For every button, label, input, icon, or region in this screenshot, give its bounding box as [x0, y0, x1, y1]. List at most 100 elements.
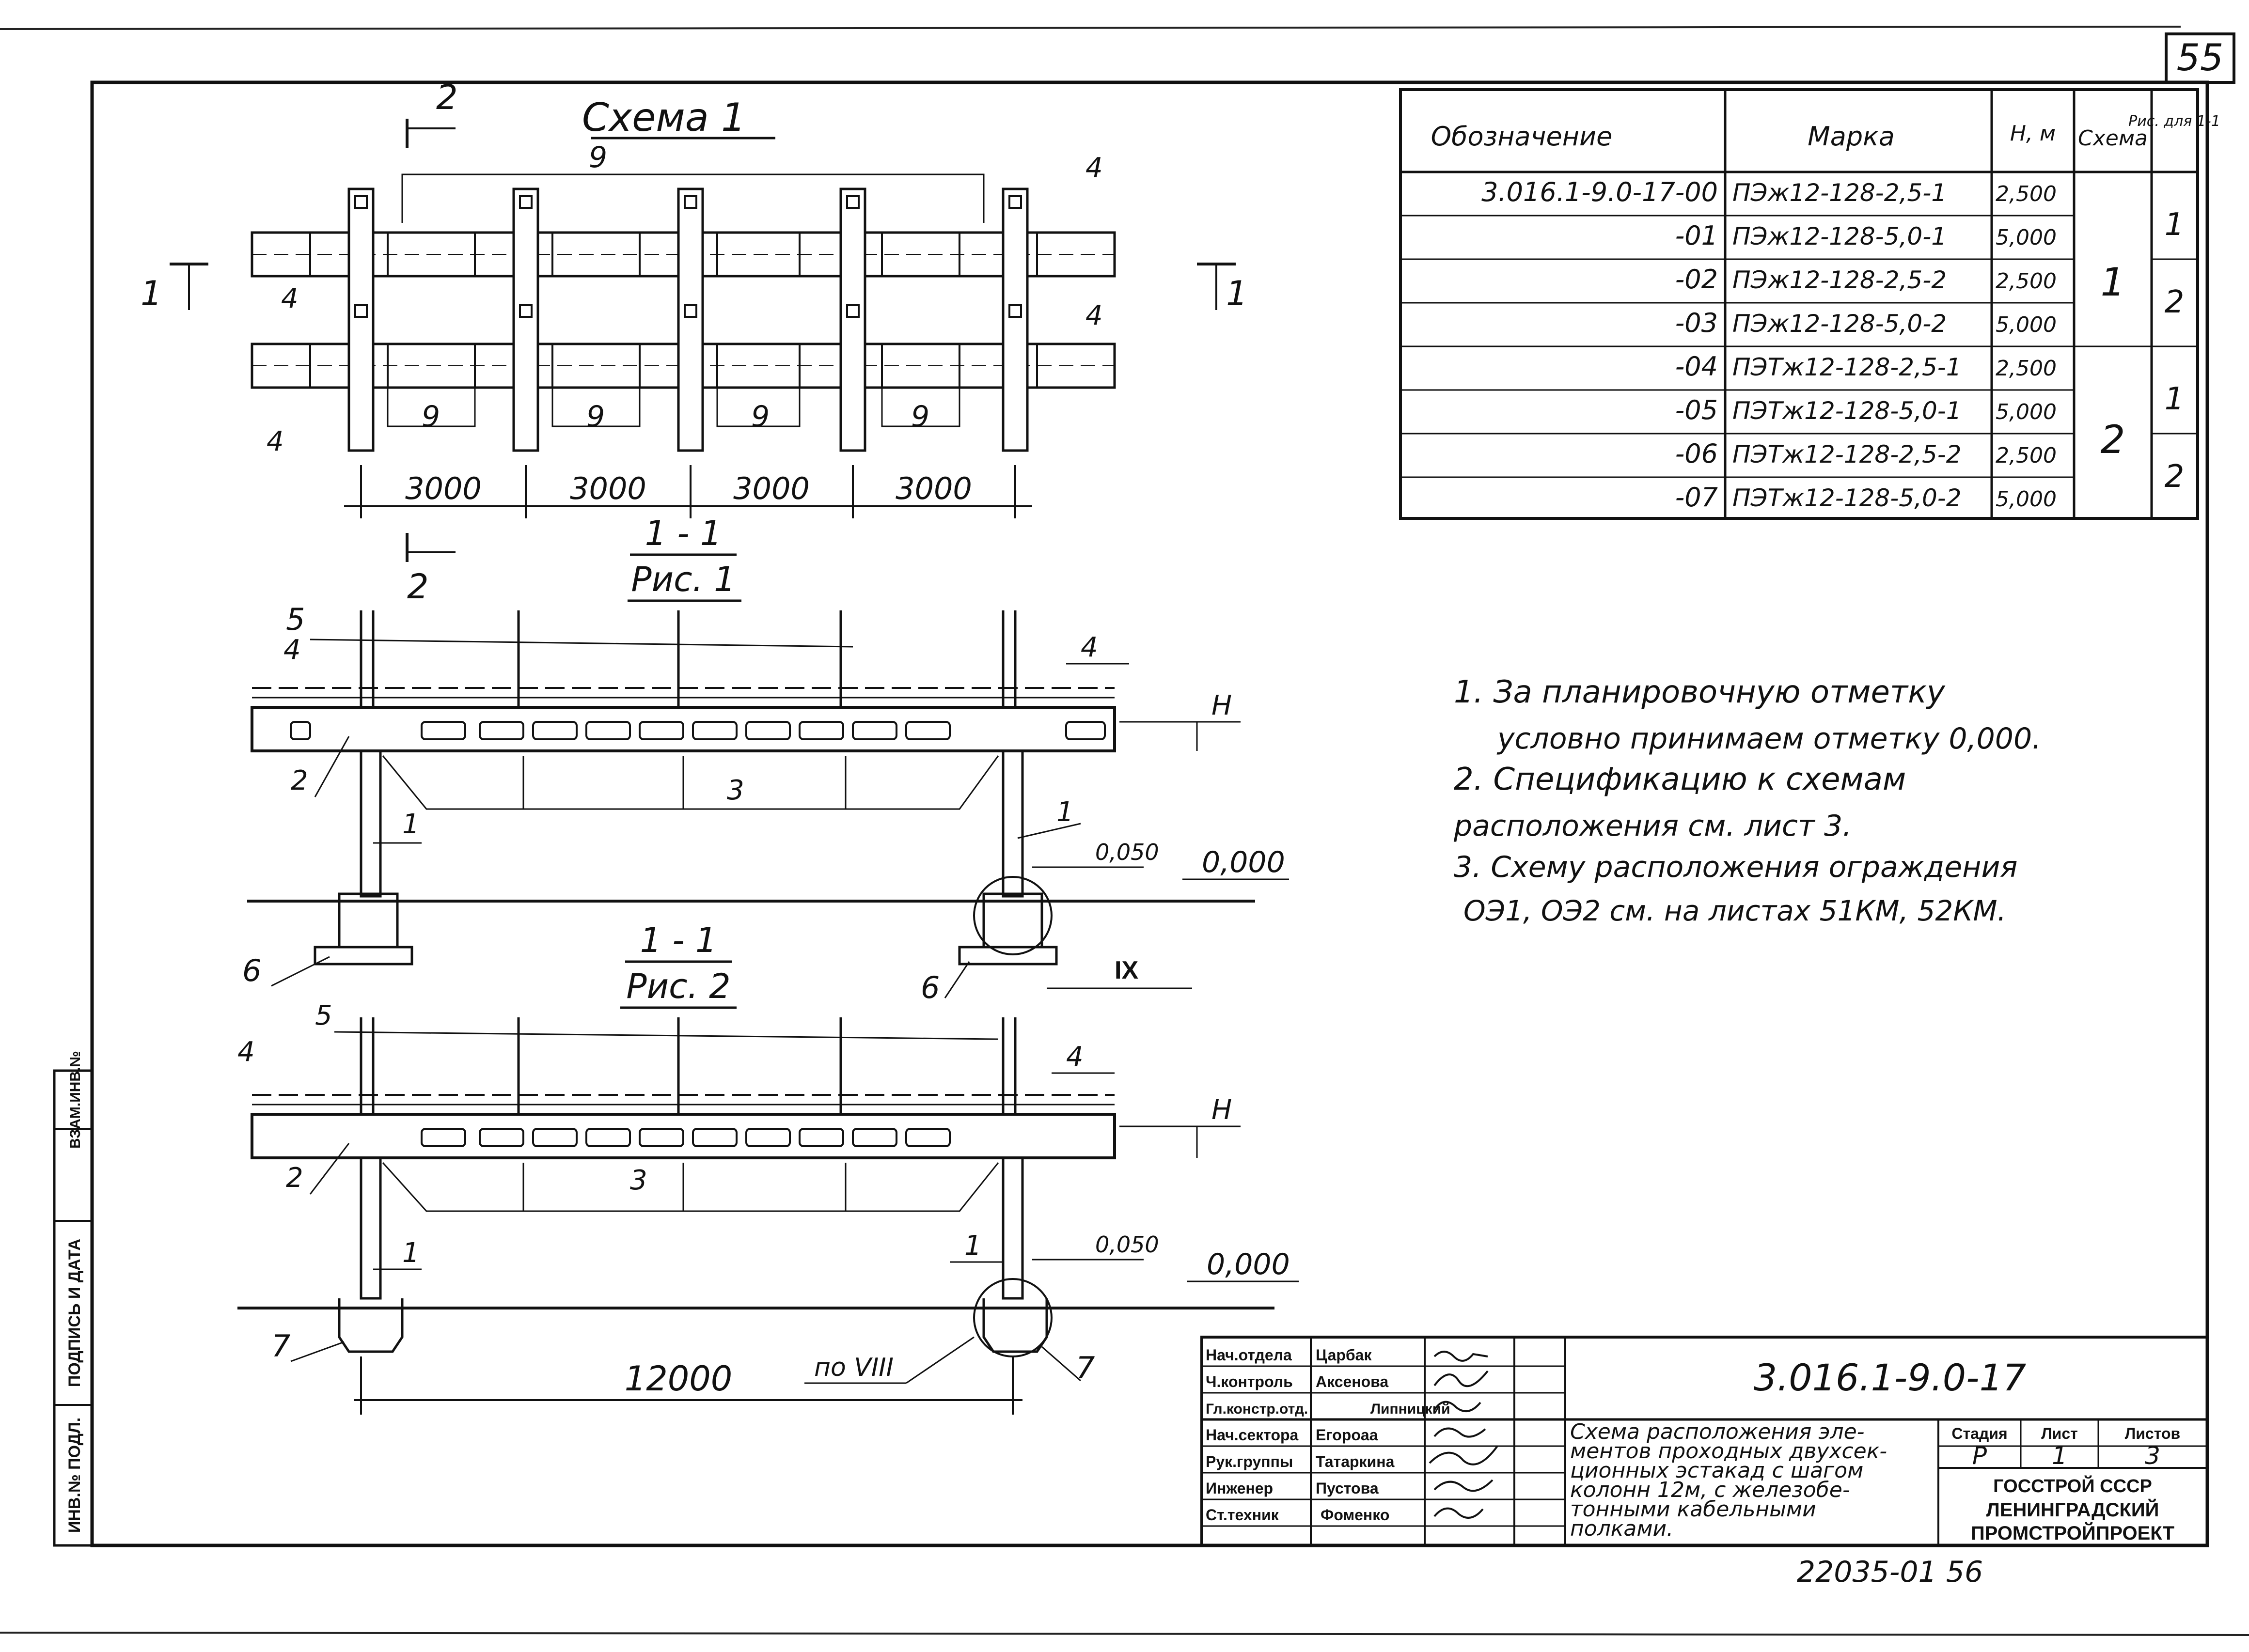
org-line-2: ПРОМСТРОЙПРОЕКТ: [1971, 1522, 2174, 1544]
fig-2-callout-7-left: 7: [271, 1328, 290, 1364]
fig-2-callout-7-right: 7: [1076, 1350, 1095, 1386]
fig-2-detail-VIII: по VIII: [814, 1353, 894, 1382]
signatures: [1429, 1351, 1498, 1519]
figure-2: 1 - 1 Рис. 2 3 5: [237, 920, 1299, 1415]
row-7-designation: -07: [1675, 482, 1718, 513]
fig-2-callout-2: 2: [286, 1162, 303, 1194]
fig-value-1: 1: [2165, 207, 2185, 243]
note-3-line-2: ОЭ1, ОЭ2 см. на листах 51КМ, 52КМ.: [1463, 894, 2006, 927]
stage-value: Р: [1972, 1442, 1987, 1470]
header-height: H, м: [2010, 121, 2056, 146]
row-2-height: 2,500: [1996, 269, 2057, 294]
fig-1-level-H: H: [1211, 690, 1232, 721]
stage-label: Стадия: [1951, 1425, 2007, 1442]
fig-1-detail-IX: IX: [1115, 956, 1138, 984]
scheme-1-title: Схема 1: [582, 95, 746, 140]
scheme-1: Схема 1 2 1 1: [141, 78, 1248, 607]
fig-2-callout-4-right: 4: [1066, 1041, 1084, 1073]
role-3: Нач.сектора: [1206, 1426, 1299, 1444]
sheets-value: 3: [2145, 1442, 2160, 1470]
row-2-designation: -02: [1675, 264, 1718, 295]
fig-2-level-0050: 0,050: [1095, 1231, 1159, 1258]
scheme-1-callout-9-d: 9: [911, 400, 929, 434]
fig-1-callout-1-right: 1: [1056, 796, 1074, 828]
role-4: Рук.группы: [1206, 1453, 1293, 1470]
fig-1-callout-4-right: 4: [1081, 632, 1098, 663]
row-1-designation: -01: [1675, 220, 1718, 251]
row-0-height: 2,500: [1996, 182, 2057, 206]
desc-line-2: ционных эстакад с шагом: [1570, 1458, 1863, 1483]
notes: 1. За планировочную отметку условно прин…: [1453, 674, 2041, 927]
sheet-number: 55: [2177, 36, 2224, 79]
scheme-1-dim-2: 3000: [570, 471, 646, 506]
fig-1-level-0050: 0,050: [1095, 839, 1159, 865]
doc-code: 3.016.1-9.0-17: [1754, 1356, 2027, 1399]
desc-line-5: полками.: [1570, 1516, 1673, 1541]
desc-line-1: ментов проходных двухсек-: [1570, 1439, 1887, 1464]
fig-1-callout-6-left: 6: [242, 953, 261, 988]
section-mark-right: 1: [1226, 274, 1248, 313]
scheme-1-dim-4: 3000: [896, 471, 972, 506]
fig-2-callout-4-left: 4: [237, 1036, 255, 1068]
scheme-1-callout-4-c: 4: [281, 283, 299, 314]
row-6-mark: ПЭТж12-128-2,5-2: [1732, 440, 1962, 468]
row-7-mark: ПЭТж12-128-5,0-2: [1732, 484, 1962, 512]
row-5-designation: -05: [1675, 395, 1718, 425]
name-1: Аксенова: [1316, 1373, 1388, 1390]
scheme-1-callout-9-a: 9: [422, 400, 440, 434]
row-6-designation: -06: [1675, 438, 1718, 469]
row-3-height: 5,000: [1996, 312, 2057, 337]
note-2-line-1: 2. Спецификацию к схемам: [1454, 762, 1906, 797]
scheme-1-callout-4-b: 4: [1085, 300, 1103, 331]
fig-value-3: 1: [2165, 381, 2185, 417]
role-2: Гл.констр.отд.: [1206, 1401, 1308, 1417]
fig-2-callout-1-left: 1: [402, 1237, 420, 1269]
sheet-number-box: [2165, 32, 2235, 84]
strip-label-sign: ПОДПИСЬ И ДАТА: [65, 1239, 84, 1387]
name-4: Татаркина: [1316, 1453, 1395, 1470]
scheme-value-2: 2: [2101, 417, 2125, 462]
fig-1-callout-6-right: 6: [921, 970, 940, 1005]
fig-1-callout-2: 2: [291, 765, 308, 796]
figure-1: 1 - 1 Рис. 1: [242, 514, 1289, 1005]
top-edge-line: [0, 26, 2181, 30]
name-3: Егороаа: [1316, 1426, 1378, 1444]
row-0-designation: 3.016.1-9.0-17-00: [1481, 177, 1718, 207]
bottom-code: 22035-01 56: [1797, 1555, 1983, 1589]
fig-2-level-H: H: [1211, 1094, 1232, 1126]
row-3-mark: ПЭж12-128-5,0-2: [1732, 310, 1947, 338]
header-mark: Марка: [1808, 121, 1895, 152]
name-0: Царбак: [1316, 1346, 1372, 1364]
cut-mark-top: 2: [436, 78, 458, 117]
note-3-line-1: 3. Схему расположения ограждения: [1454, 850, 2018, 884]
row-5-height: 5,000: [1996, 400, 2057, 424]
bottom-edge-line: [0, 1632, 2249, 1636]
org-line-1: ЛЕНИНГРАДСКИЙ: [1986, 1498, 2159, 1521]
title-block: Нач.отдела Ч.контроль Гл.констр.отд. Нач…: [1200, 1336, 2209, 1547]
desc-line-4: тонными кабельными: [1570, 1497, 1816, 1522]
row-4-height: 2,500: [1996, 356, 2057, 381]
row-4-designation: -04: [1675, 351, 1718, 382]
desc-line-3: колонн 12м, с железобе-: [1570, 1478, 1850, 1502]
header-scheme: Схема: [2078, 126, 2148, 151]
fig-2-section: 1 - 1: [640, 920, 717, 960]
row-4-mark: ПЭТж12-128-2,5-1: [1732, 353, 1962, 381]
row-1-mark: ПЭж12-128-5,0-1: [1732, 222, 1947, 250]
role-6: Ст.техник: [1206, 1506, 1279, 1524]
note-1-line-1: 1. За планировочную отметку: [1454, 674, 1946, 710]
header-fig: Рис. для 1-1: [2128, 113, 2220, 130]
sheet-value: 1: [2052, 1442, 2067, 1470]
fig-1-callout-1-left: 1: [402, 809, 420, 840]
fig-1-callout-5: 5: [286, 602, 305, 637]
scheme-1-callout-4-a: 4: [1085, 152, 1103, 184]
row-1-height: 5,000: [1996, 225, 2057, 250]
org-line-0: ГОССТРОЙ СССР: [1993, 1475, 2152, 1496]
header-designation: Обозначение: [1431, 121, 1613, 152]
sheet-label: Лист: [2041, 1425, 2078, 1442]
fig-2-callout-3: 3: [630, 1165, 647, 1196]
fig-value-2: 2: [2165, 284, 2185, 320]
fig-1-callout-3: 3: [727, 775, 744, 806]
note-1-line-2: условно принимаем отметку 0,000.: [1496, 722, 2041, 756]
desc-line-0: Схема расположения эле-: [1570, 1419, 1865, 1444]
